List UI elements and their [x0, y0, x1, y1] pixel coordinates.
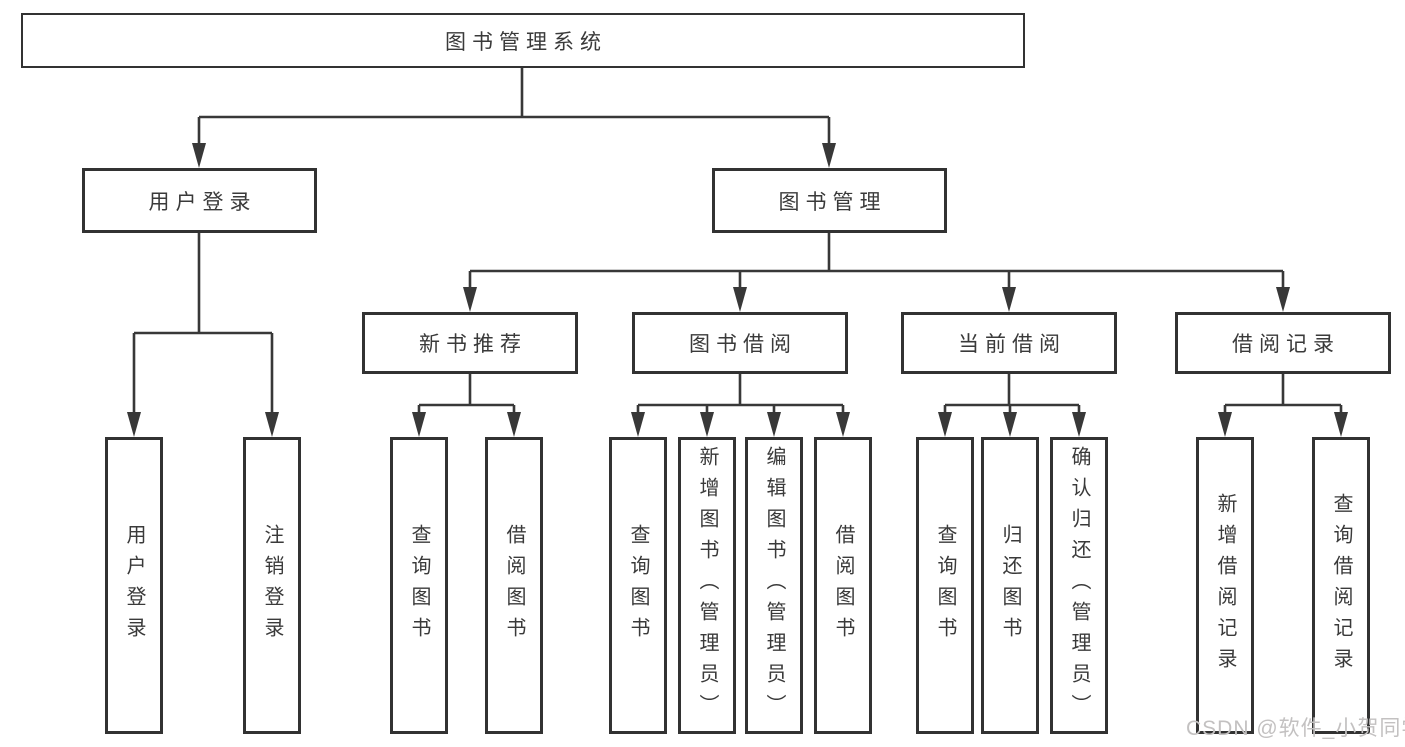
leaf-user-login: 用户登录 [105, 437, 163, 734]
leaf-logout: 注销登录 [243, 437, 301, 734]
node-book-borrow: 图书借阅 [632, 312, 848, 374]
node-user-login: 用户登录 [82, 168, 317, 233]
leaf-confirm-return-admin: 确认归还（管理员） [1050, 437, 1108, 734]
leaf-add-borrow-record: 新增借阅记录 [1196, 437, 1254, 734]
node-borrow-records: 借阅记录 [1175, 312, 1391, 374]
node-book-management: 图书管理 [712, 168, 947, 233]
leaf-edit-books-admin: 编辑图书（管理员） [745, 437, 803, 734]
leaf-search-books-current: 查询图书 [916, 437, 974, 734]
leaf-search-borrow-record: 查询借阅记录 [1312, 437, 1370, 734]
node-new-book-recommend: 新书推荐 [362, 312, 578, 374]
leaf-borrow-books-recommend: 借阅图书 [485, 437, 543, 734]
leaf-return-books: 归还图书 [981, 437, 1039, 734]
leaf-search-books-borrow: 查询图书 [609, 437, 667, 734]
node-current-borrow: 当前借阅 [901, 312, 1117, 374]
node-root-library-system: 图书管理系统 [21, 13, 1025, 68]
leaf-borrow-books: 借阅图书 [814, 437, 872, 734]
leaf-search-books-recommend: 查询图书 [390, 437, 448, 734]
csdn-watermark: CSDN @软件_小贺同学 [1186, 717, 1405, 740]
leaf-add-books-admin: 新增图书（管理员） [678, 437, 736, 734]
